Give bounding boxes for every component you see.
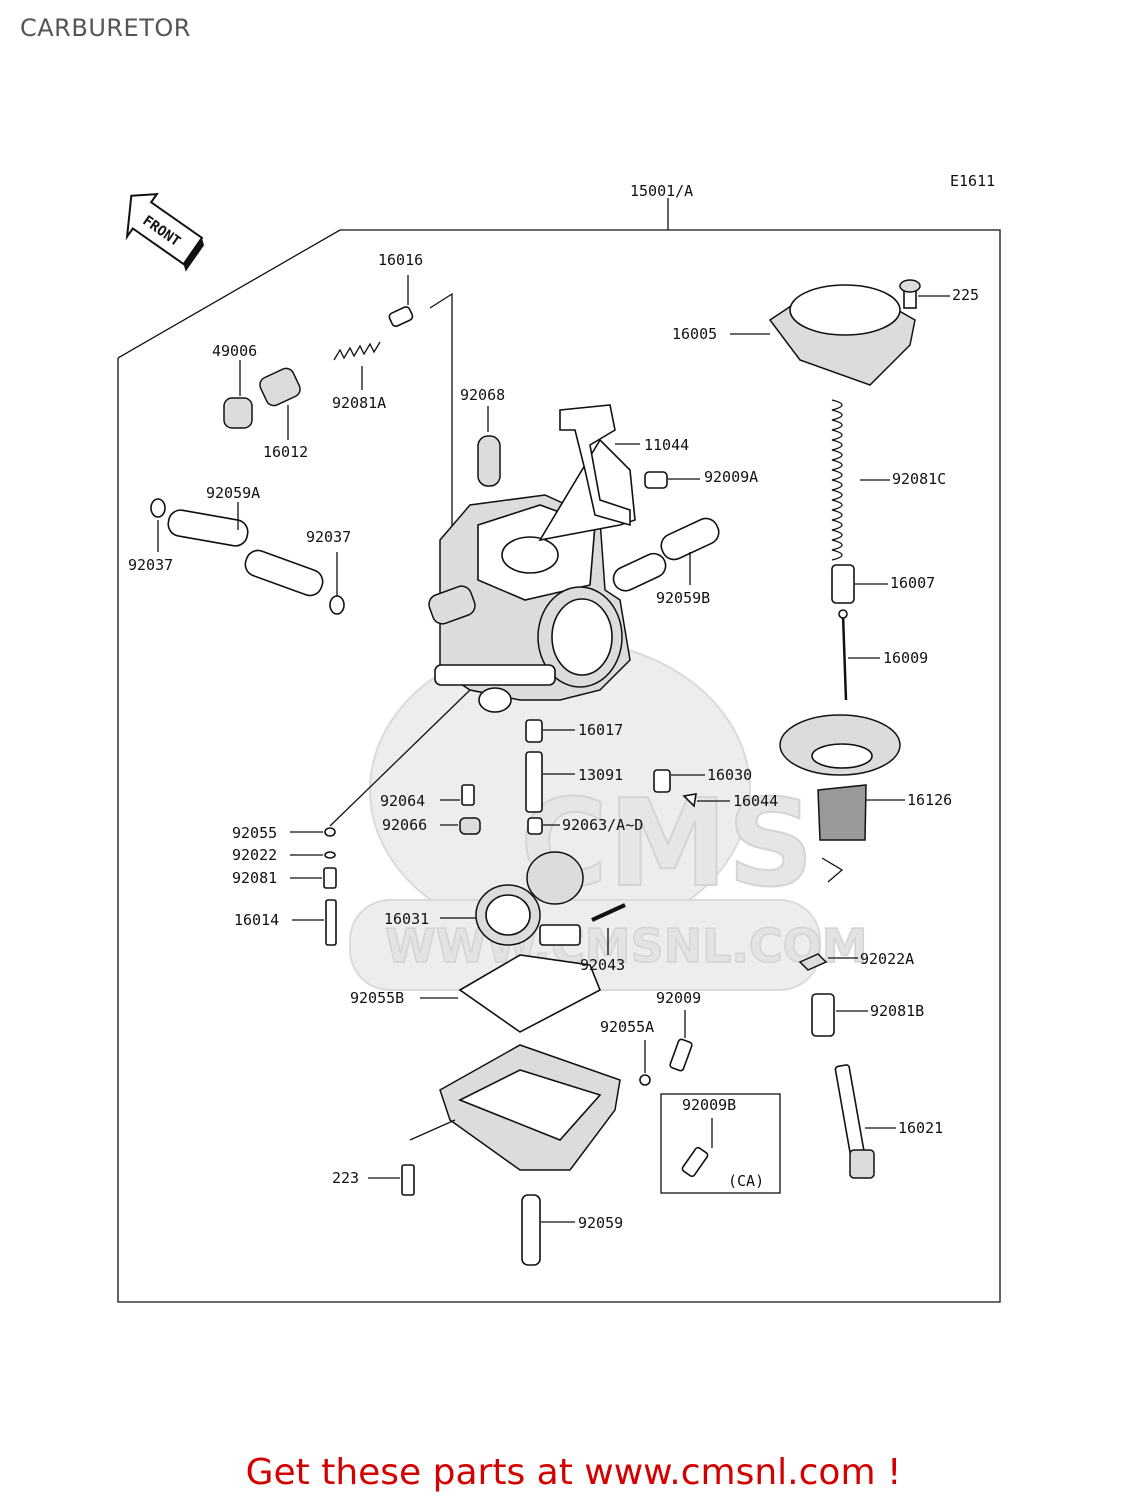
part-92009a-screw	[644, 471, 700, 489]
label-92009a: 92009A	[704, 468, 758, 486]
cta-link[interactable]: Get these parts at www.cmsnl.com !	[245, 1452, 902, 1493]
part-92081c-spring	[831, 399, 890, 561]
label-16016: 16016	[378, 251, 423, 269]
label-13091: 13091	[578, 766, 623, 784]
part-92055b-gasket	[420, 954, 602, 1033]
part-92059a-tube	[167, 502, 324, 597]
part-92043-pin	[591, 903, 626, 955]
label-16005: 16005	[672, 325, 717, 343]
label-92059b: 92059B	[656, 589, 710, 607]
label-92081b: 92081B	[870, 1002, 924, 1020]
carburetor-body	[329, 438, 636, 827]
label-92055b: 92055B	[350, 989, 404, 1007]
part-92059b-tube	[612, 517, 720, 592]
label-223: 223	[332, 1169, 359, 1187]
label-92037-right: 92037	[306, 528, 351, 546]
part-92081-spring	[290, 867, 337, 889]
part-92064-screw	[440, 784, 475, 806]
label-92064: 92064	[380, 792, 425, 810]
part-225-screw	[899, 279, 950, 309]
part-float-bowl	[409, 1044, 621, 1171]
label-92022a: 92022A	[860, 950, 914, 968]
part-92068-cap	[477, 406, 501, 487]
part-labels: 225 16005 16016 49006 92081A 16012 92068…	[128, 251, 979, 1232]
label-16126: 16126	[907, 791, 952, 809]
part-16009-needle	[838, 609, 880, 701]
part-16021-screw	[834, 1064, 896, 1179]
part-16126-diaphragm	[779, 714, 905, 883]
label-92066: 92066	[382, 816, 427, 834]
label-225: 225	[952, 286, 979, 304]
label-16017: 16017	[578, 721, 623, 739]
label-16012: 16012	[263, 443, 308, 461]
part-92055-oring	[290, 827, 336, 837]
label-49006: 49006	[212, 342, 257, 360]
part-92063-jet	[527, 817, 560, 835]
cmsnl-watermark: CMS WWW.CMSNL.COM	[349, 639, 868, 991]
part-16031-holder	[440, 851, 584, 946]
part-92055a-oring	[639, 1040, 651, 1086]
label-92009: 92009	[656, 989, 701, 1007]
part-223-screw	[368, 1164, 415, 1196]
diagram-code: E1611	[950, 172, 995, 190]
part-16005-cap	[730, 284, 916, 386]
label-92022: 92022	[232, 846, 277, 864]
part-16017-jet	[525, 719, 575, 743]
front-arrow-icon: FRONT	[125, 192, 204, 272]
label-16021: 16021	[898, 1119, 943, 1137]
label-92081: 92081	[232, 869, 277, 887]
label-92009b: 92009B	[682, 1096, 736, 1114]
label-92081a: 92081A	[332, 394, 386, 412]
part-92037-clamp-right	[329, 552, 345, 615]
part-16030-jet	[653, 769, 705, 793]
part-92037-clamp-left	[150, 498, 166, 552]
label-16044: 16044	[733, 792, 778, 810]
part-16012-screw	[259, 367, 301, 440]
label-92055: 92055	[232, 824, 277, 842]
label-11044: 11044	[644, 436, 689, 454]
label-92063: 92063/A~D	[562, 816, 643, 834]
part-92009-screw	[669, 1010, 693, 1072]
page-title: CARBURETOR	[20, 14, 191, 42]
part-13091-tube	[525, 751, 575, 813]
part-16044-clip	[682, 793, 730, 808]
part-16016-jet	[388, 275, 414, 328]
label-92043: 92043	[580, 956, 625, 974]
part-16007-holder	[831, 564, 888, 604]
part-92081b-spring	[811, 993, 868, 1037]
label-16031: 16031	[384, 910, 429, 928]
inset-note: (CA)	[728, 1172, 764, 1190]
label-92068: 92068	[460, 386, 505, 404]
part-49006-cap	[223, 360, 253, 429]
watermark-url: WWW.CMSNL.COM	[385, 919, 868, 973]
label-16009: 16009	[883, 649, 928, 667]
part-92022a-washer	[798, 953, 858, 971]
part-92081a-spring	[333, 341, 381, 390]
label-92055a: 92055A	[600, 1018, 654, 1036]
label-92081c: 92081C	[892, 470, 946, 488]
label-16007: 16007	[890, 574, 935, 592]
label-92059a: 92059A	[206, 484, 260, 502]
part-16014-screw	[292, 899, 337, 946]
label-16014: 16014	[234, 911, 279, 929]
part-92059-tube	[521, 1194, 575, 1266]
label-16030: 16030	[707, 766, 752, 784]
assembly-label: 15001/A	[630, 182, 693, 200]
assembly-outline: 15001/A	[117, 182, 1001, 1303]
part-11044-bracket	[559, 404, 640, 527]
label-92037-left: 92037	[128, 556, 173, 574]
label-92059: 92059	[578, 1214, 623, 1232]
inset-box: (CA)	[660, 1093, 781, 1194]
part-92066-plug	[440, 817, 481, 835]
part-92022-washer	[290, 851, 336, 859]
